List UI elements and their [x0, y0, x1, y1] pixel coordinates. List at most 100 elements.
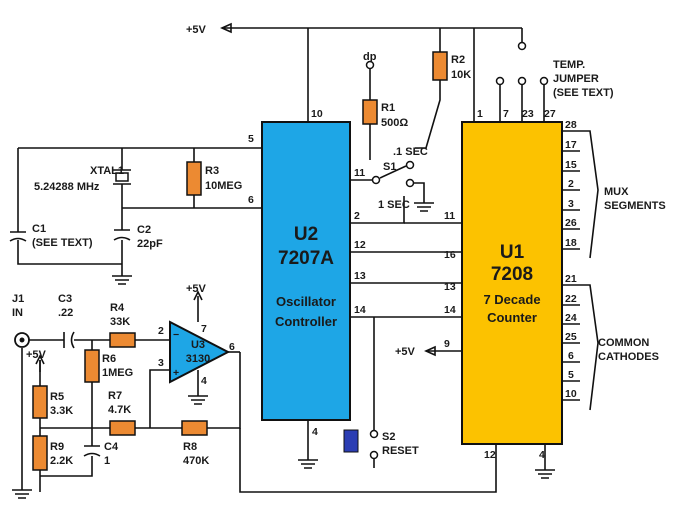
- u2-pin-4: 4: [312, 426, 318, 438]
- r8-value: 470K: [183, 455, 209, 467]
- c2-value: 22pF: [137, 238, 163, 250]
- r1-label: R1: [381, 102, 395, 114]
- mux-pin: 26: [565, 217, 577, 229]
- temp-jumper-label-2: JUMPER: [553, 73, 599, 85]
- wires: [17, 22, 546, 493]
- cc-pin: 22: [565, 293, 577, 305]
- j1-sub-label: IN: [12, 307, 23, 319]
- mux-segment-pins: [562, 130, 599, 259]
- u3-minus: −: [173, 329, 179, 341]
- s1-label: S1: [383, 161, 396, 173]
- u3-plus: +: [173, 367, 179, 379]
- c3-label: C3: [58, 293, 72, 305]
- supply-u1-pin9-label: +5V: [395, 346, 416, 358]
- r6-value: 1MEG: [102, 367, 133, 379]
- mux-pin: 28: [565, 119, 577, 131]
- u2-pin-10: 10: [311, 108, 323, 120]
- dp-terminal: [365, 60, 375, 70]
- u1-desc-1: 7 Decade: [483, 292, 540, 307]
- mux-pin: 18: [565, 237, 577, 249]
- mux-pin: 17: [565, 139, 577, 151]
- supply-arrows: [35, 290, 203, 372]
- temp-jumper-label-3: (SEE TEXT): [553, 87, 614, 99]
- u1-pin-4: 4: [539, 449, 545, 461]
- r3-label: R3: [205, 165, 219, 177]
- mux-pin: 2: [568, 178, 574, 190]
- c2-capacitor: [113, 229, 131, 241]
- c1-value: (SEE TEXT): [32, 237, 93, 249]
- c1-capacitor: [9, 231, 27, 242]
- r9-label: R9: [50, 441, 64, 453]
- text-labels: +5V +5V +5V +5V U2 7207A Oscillator Cont…: [12, 24, 666, 467]
- u3-name: U3: [191, 339, 205, 351]
- u1-chip: [461, 121, 563, 445]
- u3-pin-4: 4: [201, 375, 207, 387]
- u3-pin-3: 3: [158, 357, 164, 369]
- r5-label: R5: [50, 391, 64, 403]
- mux-pin: 3: [568, 198, 574, 210]
- cc-pin: 6: [568, 350, 574, 362]
- u1-desc-2: Counter: [487, 310, 537, 325]
- common-cathode-pins: [562, 284, 599, 411]
- c4-capacitor: [83, 445, 101, 457]
- u2-pin-6: 6: [248, 194, 254, 206]
- mux-pin: 15: [565, 159, 577, 171]
- r4-resistor: [109, 332, 136, 348]
- c4-label: C4: [104, 441, 119, 453]
- cc-label-1: COMMON: [598, 337, 649, 349]
- r1-value: 500Ω: [381, 117, 408, 129]
- r7-label: R7: [108, 390, 122, 402]
- r4-value: 33K: [110, 316, 130, 328]
- r5-resistor: [32, 385, 48, 419]
- c3-value: .22: [58, 307, 73, 319]
- u3-opamp: [169, 320, 231, 384]
- cc-pin: 24: [565, 312, 577, 324]
- supply-top-label: +5V: [186, 24, 207, 36]
- s1-pos1-label: .1 SEC: [393, 146, 428, 158]
- u2-desc-1: Oscillator: [276, 294, 336, 309]
- u3-pin-7: 7: [201, 323, 207, 335]
- u3-pin-6: 6: [229, 341, 235, 353]
- u2-pin-2: 2: [354, 210, 360, 222]
- u1-pin-27: 27: [544, 108, 556, 120]
- capacitors: [9, 229, 131, 457]
- s1-switch[interactable]: [371, 160, 415, 188]
- r1-resistor: [362, 99, 378, 125]
- u1-pin-12: 12: [484, 449, 496, 461]
- u1-pin-16: 16: [444, 249, 456, 261]
- u1-pin-1: 1: [477, 108, 483, 120]
- s2-reset-button[interactable]: [343, 429, 379, 468]
- s1-pos2-label: 1 SEC: [378, 199, 410, 211]
- r7-value: 4.7K: [108, 404, 131, 416]
- r8-label: R8: [183, 441, 197, 453]
- u2-chip: [261, 121, 351, 421]
- u2-pin-14: 14: [354, 304, 366, 316]
- u3-pin-2: 2: [158, 325, 164, 337]
- j1-label: J1: [12, 293, 24, 305]
- mux-label-2: SEGMENTS: [604, 200, 666, 212]
- s2-label: S2: [382, 431, 395, 443]
- xtal1-value: 5.24288 MHz: [34, 181, 100, 193]
- c2-label: C2: [137, 224, 151, 236]
- resistors: [32, 51, 448, 471]
- u2-desc-2: Controller: [275, 314, 337, 329]
- c4-value: 1: [104, 455, 110, 467]
- u1-pin-9: 9: [444, 338, 450, 350]
- ground-symbols: [12, 202, 555, 499]
- xtal1-crystal: [113, 169, 131, 185]
- r3-resistor: [186, 161, 202, 196]
- temp-jumper[interactable]: [495, 41, 549, 86]
- r2-resistor: [432, 51, 448, 81]
- r9-resistor: [32, 435, 48, 471]
- u1-pin-7: 7: [503, 108, 509, 120]
- r4-label: R4: [110, 302, 125, 314]
- u2-part: 7207A: [278, 248, 334, 269]
- u1-pin-23: 23: [522, 108, 534, 120]
- cc-pin: 25: [565, 331, 577, 343]
- u1-part: 7208: [491, 264, 533, 285]
- r8-resistor: [181, 420, 208, 436]
- j1-input-jack: [14, 332, 30, 348]
- c3-capacitor: [63, 331, 75, 349]
- cc-pin: 10: [565, 388, 577, 400]
